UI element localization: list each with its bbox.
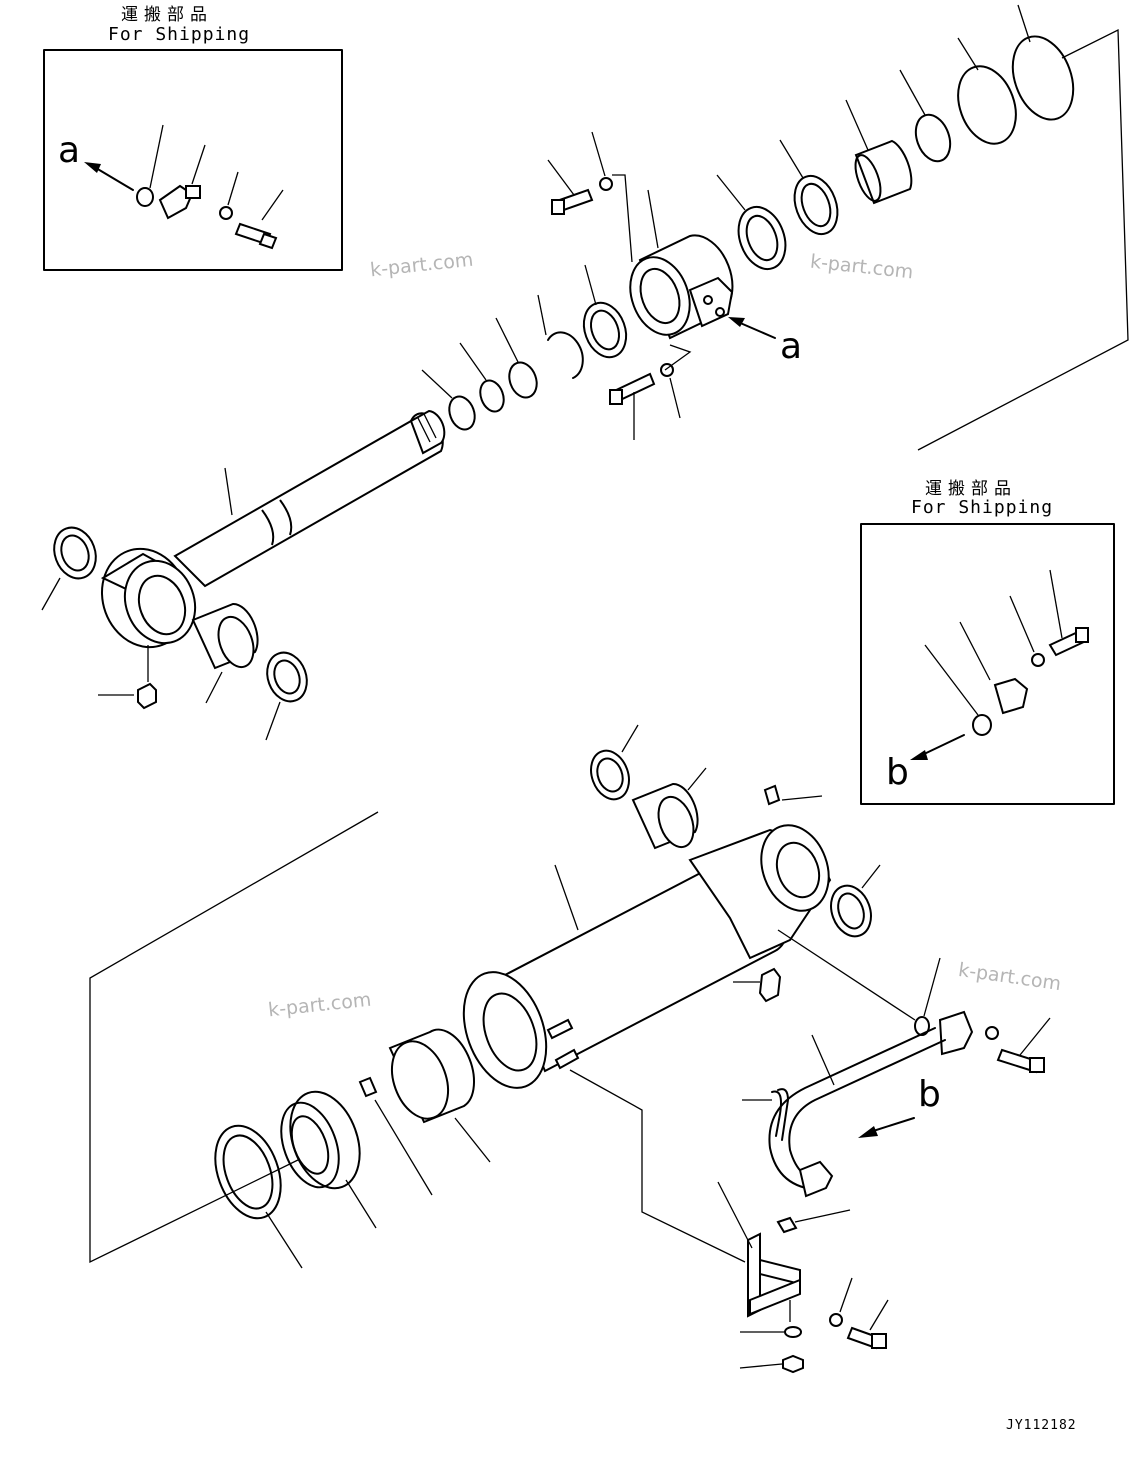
enclosure-lines (89, 28, 1129, 1264)
shipping-box-top-left (43, 49, 343, 271)
cylinder-tube (462, 724, 941, 1089)
shipping-label-en-right: For Shipping (911, 497, 1054, 518)
callout-b-pipe: b (918, 1074, 941, 1115)
piston-parts (214, 1028, 746, 1269)
callout-a-head: a (780, 326, 803, 367)
hydraulic-pipe (717, 1010, 1051, 1374)
shipping-label-en-top-left: For Shipping (108, 24, 251, 45)
head-seal-rings (716, 4, 1075, 270)
shipping-label-jp-right: 運搬部品 (925, 479, 1017, 499)
callout-a-box: a (58, 130, 81, 171)
rod-seals (421, 264, 628, 431)
shipping-label-jp-top-left: 運搬部品 (121, 5, 213, 25)
shipping-box-right (860, 523, 1115, 805)
drawing-code: JY112182 (1006, 1418, 1077, 1433)
piston-rod (41, 409, 446, 741)
callout-b-box: b (886, 752, 909, 793)
cylinder-head (547, 131, 776, 440)
